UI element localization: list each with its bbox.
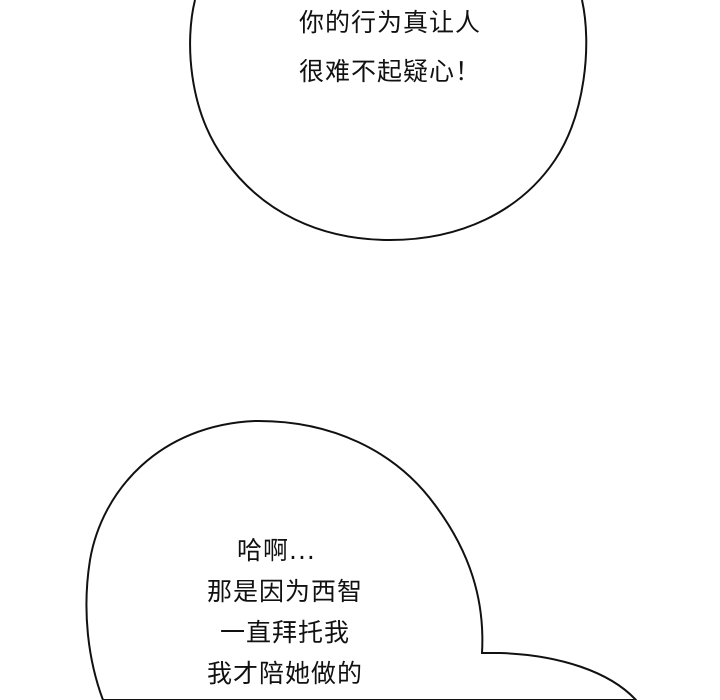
speech-line: 很难不起疑心！ bbox=[298, 57, 481, 86]
speech-line: 我才陪她做的 bbox=[206, 659, 363, 688]
speech-bubble-1-outline bbox=[189, 0, 588, 242]
speech-line: 哈啊... bbox=[237, 536, 316, 565]
speech-line: 你的行为真让人 bbox=[298, 8, 481, 37]
speech-bubble-1-text: 你的行为真让人 很难不起疑心！ bbox=[230, 0, 550, 90]
speech-bubble-2-text: 哈啊... 那是因为西智 一直拜托我 我才陪她做的 bbox=[165, 530, 405, 694]
speech-line: 一直拜托我 bbox=[219, 618, 350, 647]
speech-line: 那是因为西智 bbox=[206, 577, 363, 606]
speech-bubble-2-outline bbox=[85, 419, 638, 700]
